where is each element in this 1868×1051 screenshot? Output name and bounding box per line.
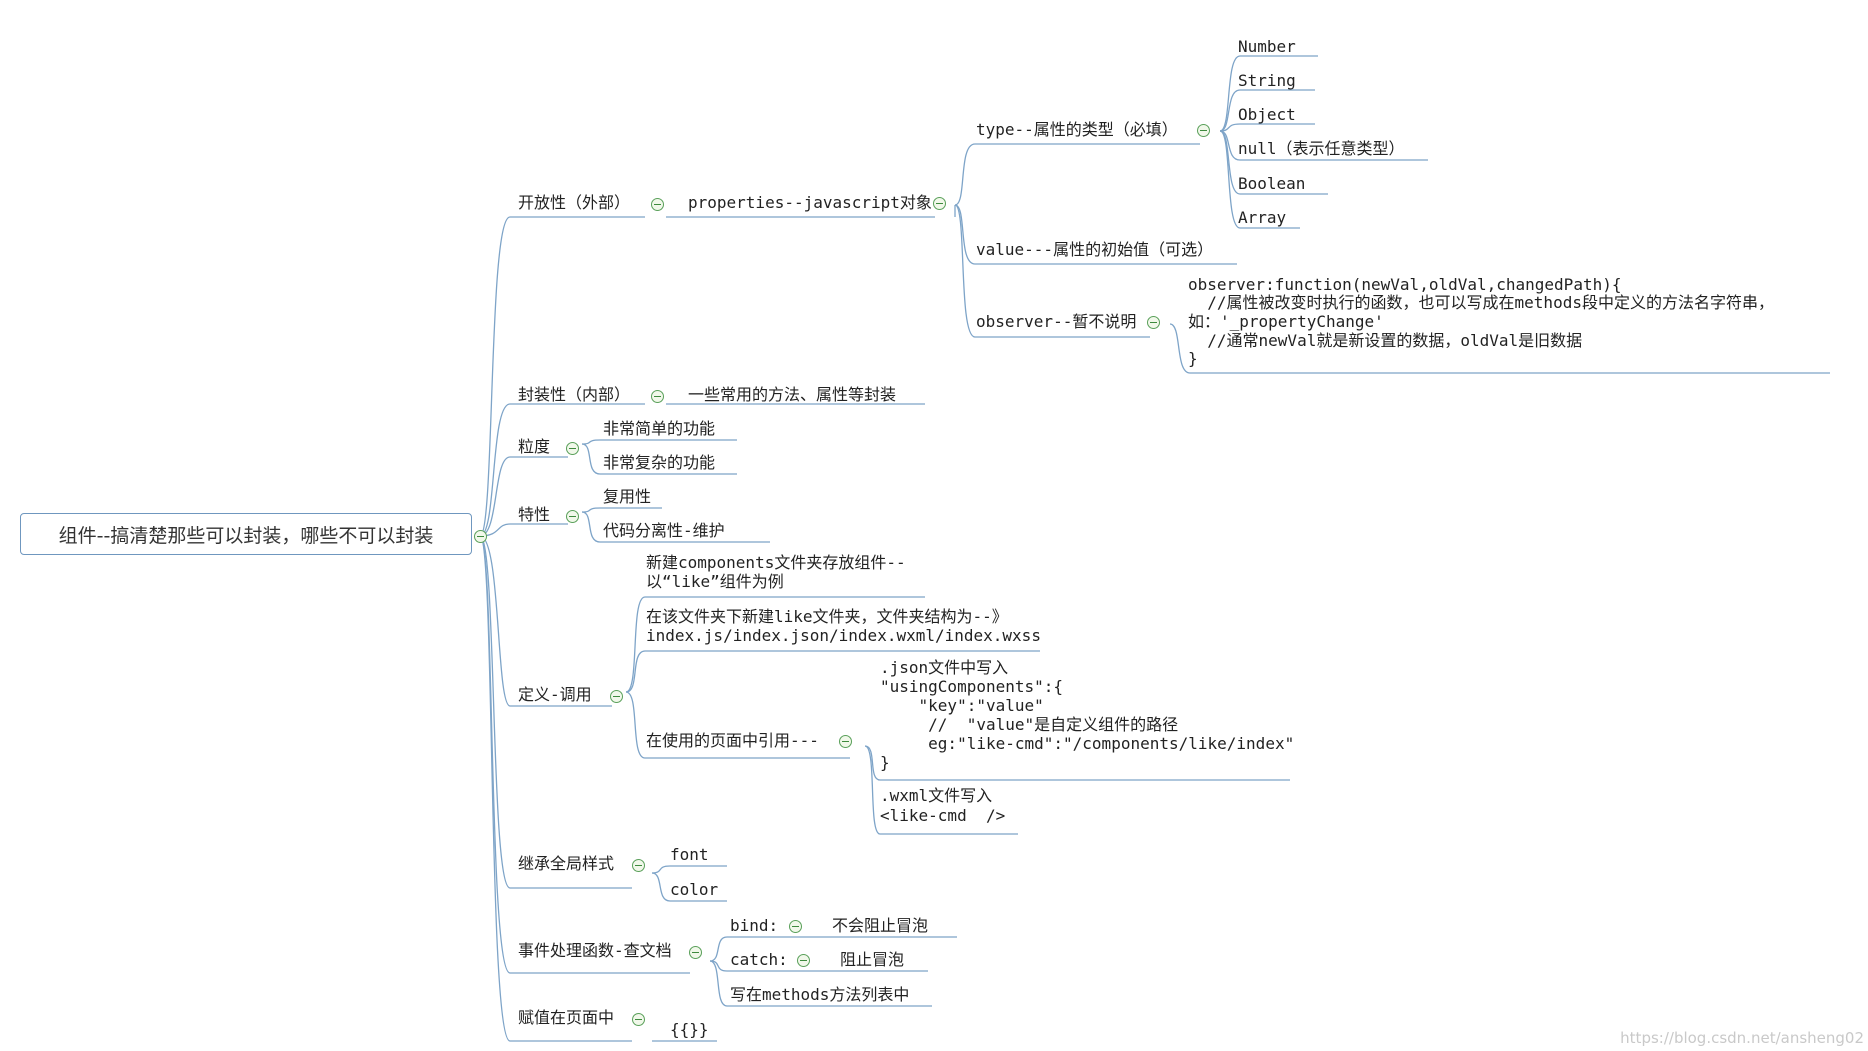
collapse-open-toggle[interactable]: [651, 198, 664, 211]
collapse-events-toggle[interactable]: [689, 946, 702, 959]
traits-item[interactable]: 复用性: [603, 487, 652, 506]
use-wxml-line[interactable]: .wxml文件写入: [880, 786, 993, 805]
type-value-item[interactable]: null（表示任意类型）: [1238, 139, 1405, 158]
observer-code-line[interactable]: 如：'_propertyChange': [1188, 312, 1384, 331]
collapse-use-toggle[interactable]: [839, 735, 852, 748]
use-json-line[interactable]: "usingComponents":{: [880, 677, 1064, 696]
define-structure-line[interactable]: index.js/index.json/index.wxml/index.wxs…: [646, 626, 1041, 645]
collapse-define-toggle[interactable]: [610, 690, 623, 703]
topic-open[interactable]: 开放性（外部）: [518, 193, 631, 212]
topic-inherit[interactable]: 继承全局样式: [518, 854, 615, 873]
inherit-item[interactable]: color: [670, 880, 719, 899]
topic-observer[interactable]: observer--暂不说明: [976, 312, 1137, 331]
topic-properties[interactable]: properties--javascript对象: [688, 193, 932, 212]
use-json-line[interactable]: }: [880, 753, 890, 772]
observer-code-line[interactable]: observer:function(newVal,oldVal,changedP…: [1188, 275, 1622, 294]
collapse-granularity-toggle[interactable]: [566, 442, 579, 455]
observer-code-line[interactable]: //通常newVal就是新设置的数据，oldVal是旧数据: [1188, 331, 1583, 350]
type-value-item[interactable]: Number: [1238, 37, 1296, 56]
bind-child[interactable]: 不会阻止冒泡: [832, 916, 929, 935]
topic-value[interactable]: value---属性的初始值（可选）: [976, 240, 1214, 259]
observer-code-line[interactable]: }: [1188, 349, 1198, 368]
type-value-item[interactable]: Boolean: [1238, 174, 1306, 193]
watermark: https://blog.csdn.net/ansheng02: [1620, 1029, 1864, 1047]
topic-bind[interactable]: bind:: [730, 916, 779, 935]
topic-traits[interactable]: 特性: [518, 505, 551, 524]
topic-granularity[interactable]: 粒度: [518, 437, 551, 456]
catch-child[interactable]: 阻止冒泡: [840, 950, 905, 969]
events-methods-item[interactable]: 写在methods方法列表中: [730, 985, 910, 1004]
collapse-inherit-toggle[interactable]: [632, 859, 645, 872]
collapse-type-toggle[interactable]: [1197, 124, 1210, 137]
root-topic[interactable]: 组件--搞清楚那些可以封装，哪些不可以封装: [20, 513, 472, 555]
granularity-item[interactable]: 非常复杂的功能: [603, 453, 716, 472]
define-create-line[interactable]: 新建components文件夹存放组件--: [646, 553, 906, 572]
traits-item[interactable]: 代码分离性-维护: [603, 521, 725, 540]
define-create-line[interactable]: 以“like”组件为例: [646, 572, 784, 591]
collapse-catch-toggle[interactable]: [797, 954, 810, 967]
collapse-properties-toggle[interactable]: [933, 197, 946, 210]
use-json-line[interactable]: // "value"是自定义组件的路径: [880, 715, 1179, 734]
type-value-item[interactable]: Array: [1238, 208, 1287, 227]
collapse-traits-toggle[interactable]: [566, 510, 579, 523]
topic-events[interactable]: 事件处理函数-查文档: [518, 941, 672, 960]
topic-encap[interactable]: 封装性（内部）: [518, 385, 631, 404]
collapse-encap-toggle[interactable]: [651, 390, 664, 403]
encap-child[interactable]: 一些常用的方法、属性等封装: [688, 385, 897, 404]
collapse-bind-toggle[interactable]: [789, 920, 802, 933]
topic-assign[interactable]: 赋值在页面中: [518, 1008, 615, 1027]
assign-child[interactable]: {{}}: [670, 1020, 709, 1039]
collapse-assign-toggle[interactable]: [632, 1013, 645, 1026]
topic-type[interactable]: type--属性的类型（必填）: [976, 120, 1178, 139]
type-value-item[interactable]: Object: [1238, 105, 1296, 124]
topic-catch[interactable]: catch:: [730, 950, 788, 969]
define-structure-line[interactable]: 在该文件夹下新建like文件夹，文件夹结构为--》: [646, 607, 1008, 626]
collapse-root-toggle[interactable]: [474, 530, 487, 543]
observer-code-line[interactable]: //属性被改变时执行的函数，也可以写成在methods段中定义的方法名字符串，: [1188, 293, 1774, 312]
use-json-line[interactable]: "key":"value": [880, 696, 1044, 715]
use-json-line[interactable]: .json文件中写入: [880, 658, 1009, 677]
topic-define[interactable]: 定义-调用: [518, 685, 592, 704]
inherit-item[interactable]: font: [670, 845, 709, 864]
type-value-item[interactable]: String: [1238, 71, 1296, 90]
granularity-item[interactable]: 非常简单的功能: [603, 419, 716, 438]
collapse-observer-toggle[interactable]: [1147, 316, 1160, 329]
use-json-line[interactable]: eg:"like-cmd":"/components/like/index": [880, 734, 1295, 753]
topic-use[interactable]: 在使用的页面中引用---: [646, 731, 819, 750]
use-wxml-line[interactable]: <like-cmd />: [880, 806, 1006, 825]
